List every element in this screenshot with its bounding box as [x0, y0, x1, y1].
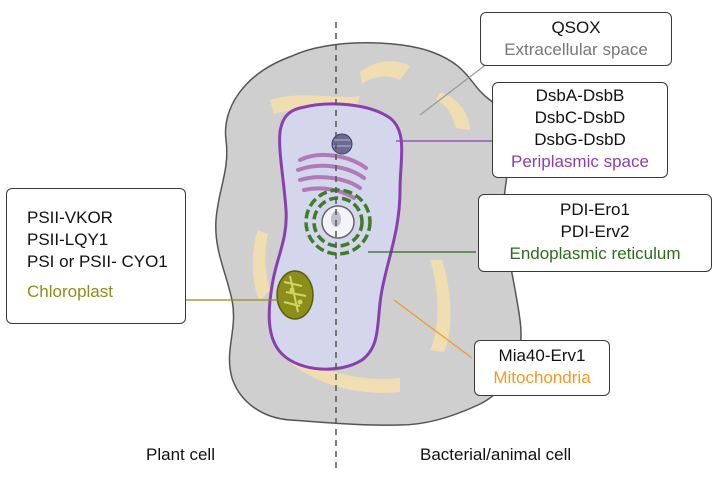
mia40-erv1-text: Mia40-Erv1: [498, 346, 586, 365]
psii-vkor-text: PSII-VKOR: [27, 208, 113, 227]
mitochondria-compartment-text: Mitochondria: [493, 368, 591, 387]
chloroplast-icon: [276, 270, 314, 320]
chloroplast-compartment-text: Chloroplast: [27, 282, 113, 301]
plant-cell-caption: Plant cell: [146, 445, 215, 464]
extracellular-label-box: QSOX Extracellular space: [480, 12, 672, 66]
periplasmic-label-box: DsbA-DsbB DsbC-DsbD DsbG-DsbD Periplasmi…: [492, 82, 668, 178]
connector-extracellular: [419, 62, 489, 116]
er-label-box: PDI-Ero1 PDI-Erv2 Endoplasmic reticulum: [478, 194, 712, 272]
pdi-erv2-text: PDI-Erv2: [560, 222, 630, 241]
centrosome-icon: [331, 133, 353, 155]
er-compartment-text: Endoplasmic reticulum: [509, 244, 681, 263]
mitochondria-label-box: Mia40-Erv1 Mitochondria: [474, 340, 610, 396]
pdi-ero1-text: PDI-Ero1: [560, 200, 630, 219]
psii-lqy1-text: PSII-LQY1: [27, 230, 109, 249]
bacterial-animal-cell-caption: Bacterial/animal cell: [420, 445, 572, 464]
endoplasmic-reticulum: [304, 188, 372, 256]
dsba-dsbb-text: DsbA-DsbB: [535, 86, 625, 105]
dsbc-dsbd-text: DsbC-DsbD: [534, 108, 626, 127]
chloroplast-label-box: PSII-VKOR PSII-LQY1 PSI or PSII- CYO1 Ch…: [6, 188, 186, 324]
nucleus: [321, 205, 355, 239]
dsbg-dsbd-text: DsbG-DsbD: [534, 130, 626, 149]
periplasmic-compartment-text: Periplasmic space: [511, 152, 649, 171]
qsox-text: QSOX: [551, 18, 601, 37]
connector-mitochondria: [393, 299, 473, 359]
extracellular-compartment-text: Extracellular space: [504, 40, 648, 59]
psi-cyo1-text: PSI or PSII- CYO1: [27, 252, 168, 271]
